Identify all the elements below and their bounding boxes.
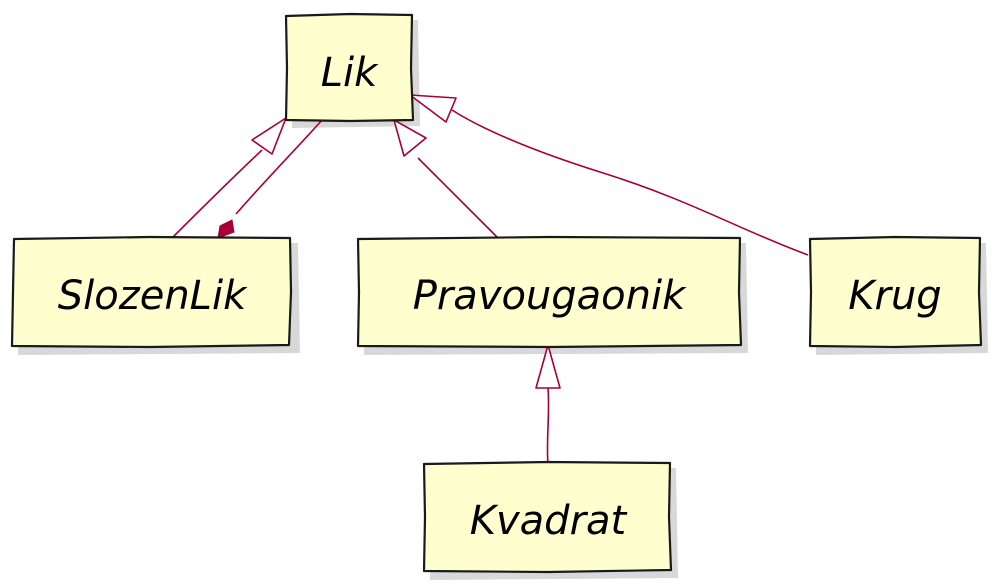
edge-kvadrat-to-pravougaonik [546,387,550,466]
class-node-pravougaonik[interactable]: Pravougaonik [356,235,743,349]
edge-lik-to-slozenlik [235,119,323,215]
class-label-pravougaonik: Pravougaonik [413,273,687,319]
inheritance-arrow-icon [251,117,287,155]
composition-diamond-icon [217,219,235,239]
edge-krug-to-lik [451,109,809,256]
inheritance-arrow-icon [409,94,457,123]
class-node-krug[interactable]: Krug [808,235,983,349]
inheritance-arrow-icon [535,344,561,389]
class-node-kvadrat[interactable]: Kvadrat [422,460,673,574]
class-label-lik: Lik [321,50,379,96]
class-label-krug: Krug [848,273,941,319]
inheritance-arrow-icon [393,119,427,157]
edge-slozenlik-to-lik [171,149,263,239]
class-label-slozenlik: SlozenLik [58,273,248,319]
edge-pravougaonik-to-lik [417,157,501,241]
edges [171,94,809,466]
class-node-slozenlik[interactable]: SlozenLik [10,235,293,349]
class-label-kvadrat: Kvadrat [470,498,628,544]
class-node-lik[interactable]: Lik [284,12,415,123]
